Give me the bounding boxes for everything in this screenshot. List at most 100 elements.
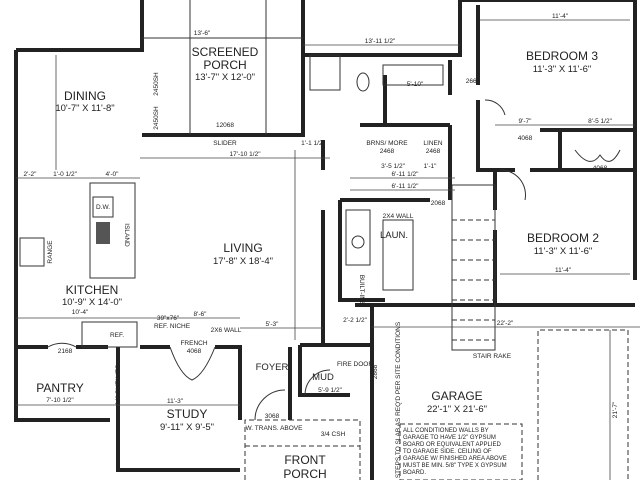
dishwasher xyxy=(92,196,114,218)
dimension-label: 1'-1 1/2" xyxy=(301,140,325,147)
laundry-appliances xyxy=(382,219,414,291)
label-2x6-wall: 2X6 WALL xyxy=(211,327,242,334)
label-door-2068: 2068 xyxy=(431,200,446,207)
room-size-bedroom2: 11'-3" X 11'-6" xyxy=(534,246,593,257)
label-closet-b3: 4068 xyxy=(518,135,533,142)
label-linen-code: 2468 xyxy=(426,148,441,155)
label-dishwasher: D.W. xyxy=(96,204,110,211)
room-size-study: 9'-11" X 9'-5" xyxy=(160,422,214,433)
label-brns-more: BRNS/ MORE xyxy=(366,140,408,147)
room-size-pantry: 7'-10 1/2" xyxy=(46,397,74,404)
note-line: MUST BE MIN. 5/8" TYPE X GYPSUM xyxy=(403,463,507,469)
note-line: BOARD. xyxy=(403,470,426,476)
label-ref-niche-dim: 39"x76" xyxy=(157,315,180,322)
dimension-label: 2'-2 1/2" xyxy=(343,317,367,324)
kitchen-island xyxy=(89,182,136,279)
label-ref-niche: REF. NICHE xyxy=(154,323,191,330)
label-range: RANGE xyxy=(47,240,54,264)
room-size-bedroom3: 11'-3" X 11'-6" xyxy=(533,64,592,75)
dimension-label: 9'-7" xyxy=(519,118,533,125)
fixtures xyxy=(19,0,629,480)
stairs xyxy=(451,184,496,351)
label-steps: STEPS TO SLAB AS REQ'D PER SITE CONDITIO… xyxy=(395,321,402,478)
dimension-label: 21'-7" xyxy=(612,401,619,418)
dimension-label: 8'-6" xyxy=(194,311,208,318)
label-window-b: 2450SH xyxy=(153,72,160,96)
room-size-kitchen: 10'-9" X 14'-0" xyxy=(62,297,122,308)
dimension-label: 11'-3" xyxy=(167,398,184,405)
room-name-foyer: FOYER xyxy=(256,362,289,373)
dimension-label: 22'-2" xyxy=(497,320,514,327)
label-fire-code: 2868 xyxy=(372,364,379,379)
washer-dryer xyxy=(345,209,371,266)
label-built-ins: BUILT-INS xyxy=(358,275,365,306)
toilet-icon xyxy=(356,72,370,92)
dimension-label: 10'-4" xyxy=(72,309,89,316)
room-name-laundry: LAUN. xyxy=(380,230,408,241)
label-stair-rake: STAIR RAKE xyxy=(473,353,512,360)
vanity xyxy=(382,64,444,86)
note-line: GARAGE TO HAVE 1/2" GYPSUM xyxy=(403,435,496,441)
room-size-garage: 22'-1" X 21'-6" xyxy=(427,404,487,415)
dimension-label: 6'-11 1/2" xyxy=(392,183,420,190)
garage-note: ALL CONDITIONED WALLS BY GARAGE TO HAVE … xyxy=(403,428,507,476)
room-name-screened-porch-2: PORCH xyxy=(203,58,246,72)
dimension-label: 1'-1" xyxy=(424,163,438,170)
range xyxy=(19,237,45,267)
label-closet-b2: 4068 xyxy=(593,165,608,172)
room-name-front-porch-1: FRONT xyxy=(284,453,326,467)
room-size-living: 17'-8" X 18'-4" xyxy=(213,256,273,267)
room-name-garage: GARAGE xyxy=(431,389,482,403)
dimension-label: 2'-2" xyxy=(24,171,38,178)
label-brns-code: 2468 xyxy=(380,148,395,155)
label-pantry-door: 2168 xyxy=(58,348,73,355)
dimension-label: 1'-0 1/2" xyxy=(53,171,77,178)
shower xyxy=(309,54,341,91)
room-name-study: STUDY xyxy=(167,407,208,421)
label-linen: LINEN xyxy=(423,140,442,147)
dimension-label: 3'-5 1/2" xyxy=(381,163,405,170)
note-line: GARAGE W/ FINISHED AREA ABOVE xyxy=(403,456,507,462)
dimension-label: 5'-3" xyxy=(266,321,280,328)
label-slider: SLIDER xyxy=(213,140,237,147)
room-size-mud: 5'-9 1/2" xyxy=(318,387,342,394)
garage-note-box xyxy=(399,423,523,480)
dimension-label: 8'-5 1/2" xyxy=(588,118,612,125)
dimension-label: 11'-4" xyxy=(552,13,569,20)
dimension-label: 13'-11 1/2" xyxy=(365,38,396,45)
label-door-2668: 2668 xyxy=(466,78,481,85)
dimension-label: 6'-11 1/2" xyxy=(392,171,420,178)
label-2x4-wall: 2X4 WALL xyxy=(383,213,414,220)
label-ref: REF. xyxy=(110,332,124,339)
dimension-label: 17'-10 1/2" xyxy=(229,151,261,158)
room-name-front-porch-2: PORCH xyxy=(283,467,326,480)
dimension-label: 5'-10" xyxy=(407,81,424,88)
label-shelves: 14" SHELVES xyxy=(115,364,122,406)
note-line: ALL CONDITIONED WALLS BY xyxy=(403,428,489,434)
dimension-label: 13'-6" xyxy=(194,30,211,37)
sink-icon xyxy=(96,222,110,244)
label-transom: W. TRANS. ABOVE xyxy=(246,425,304,432)
refrigerator xyxy=(81,321,138,348)
room-name-pantry: PANTRY xyxy=(36,381,84,395)
room-name-kitchen: KITCHEN xyxy=(66,283,119,297)
room-name-mud: MUD xyxy=(312,372,334,383)
label-foyer-door: 3068 xyxy=(265,413,280,420)
dimension-lines xyxy=(16,19,640,480)
label-french-code: 4068 xyxy=(187,348,202,355)
room-name-bedroom3: BEDROOM 3 xyxy=(526,49,598,63)
label-french: FRENCH xyxy=(180,340,207,347)
label-window-a: 2450SH xyxy=(153,106,160,130)
label-column: 3/4 CSH xyxy=(321,431,346,438)
room-name-bedroom2: BEDROOM 2 xyxy=(527,231,599,245)
dimension-label: 11'-4" xyxy=(555,267,572,274)
label-porch-door: 12068 xyxy=(216,122,234,129)
note-line: BOARD OR EQUIVALENT APPLIED xyxy=(403,442,501,448)
room-name-screened-porch-1: SCREENED xyxy=(192,45,259,59)
laundry-sink-icon xyxy=(351,235,365,249)
room-size-dining: 10'-7" X 11'-8" xyxy=(55,103,114,114)
label-island: ISLAND xyxy=(123,223,130,247)
dimension-label: 4'-0" xyxy=(106,171,120,178)
room-name-living: LIVING xyxy=(223,241,262,255)
